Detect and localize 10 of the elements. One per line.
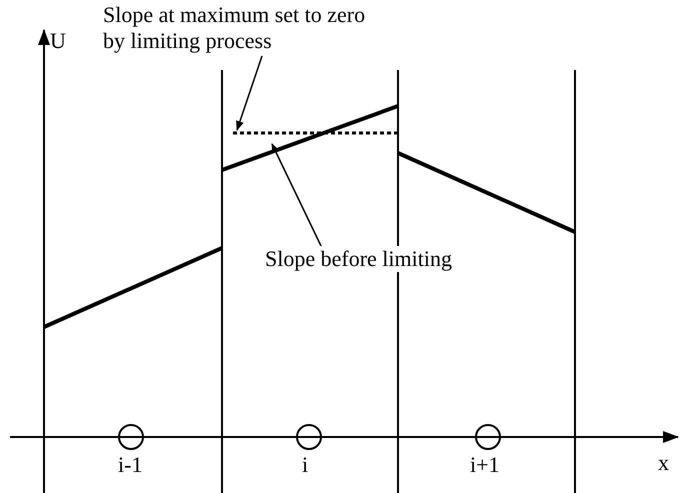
leader-line [236,56,263,131]
cell-index-label: i+1 [470,452,500,478]
cell-index-label: i-1 [118,452,142,478]
annotation-text: Slope at maximum set to zero by limiting process [103,2,373,54]
cell-index-label: i [302,452,308,478]
annotation-text: Slope before limiting [265,246,452,272]
axis-label: U [50,28,66,54]
leader-line [271,143,323,248]
axis-label: x [658,450,669,476]
slope-line [221,104,399,172]
